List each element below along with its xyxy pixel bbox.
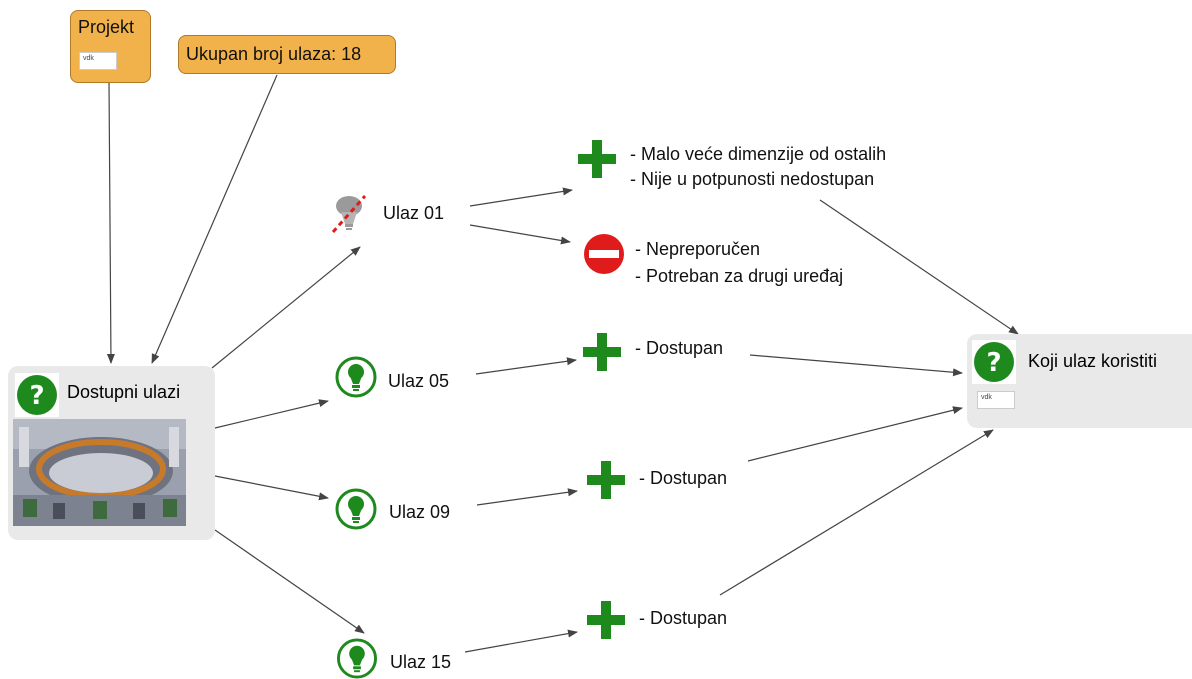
edge-ulaz15-to-pro4 (464, 629, 578, 653)
edge-count-to-source (151, 74, 278, 364)
projekt-title: Projekt (78, 17, 135, 37)
crossed-bulb-icon (331, 195, 367, 233)
argument-line: - Dostupan (635, 338, 724, 358)
no-entry-icon (584, 234, 624, 274)
entrance-ulaz-15[interactable]: Ulaz 15 (336, 638, 466, 679)
question-icon: ? (972, 340, 1016, 384)
entrance-ulaz-01[interactable]: Ulaz 01 (327, 190, 457, 236)
svg-text:?: ? (986, 348, 1001, 378)
argument-line: - Dostupan (639, 608, 728, 628)
edge-ulaz01-to-pro1 (469, 187, 573, 207)
edge-pro1-to-target (819, 199, 1019, 335)
argument-con-ulaz-01[interactable]: - Nepreporučen - Potreban za drugi uređa… (580, 230, 900, 286)
plus-icon (587, 461, 625, 499)
entrance-label: Ulaz 05 (388, 371, 450, 391)
argument-line: - Malo veće dimenzije od ostalih (630, 144, 887, 164)
plus-icon (587, 601, 625, 639)
target-node[interactable]: ? Koji ulaz koristiti vdk (967, 334, 1192, 428)
target-node-title: Koji ulaz koristiti (1028, 351, 1158, 371)
plus-icon (583, 333, 621, 371)
argument-line: - Dostupan (639, 468, 728, 488)
edge-pro2-to-target (749, 354, 963, 377)
argument-pro-ulaz-01[interactable]: - Malo veće dimenzije od ostalih - Nije … (575, 137, 945, 193)
argument-pro-ulaz-09[interactable]: - Dostupan (584, 458, 764, 499)
lightbulb-icon (336, 638, 378, 679)
edge-source-to-ulaz09 (214, 475, 329, 501)
question-icon: ? (15, 373, 59, 417)
lightbulb-icon (335, 488, 377, 530)
edge-source-to-ulaz15 (214, 529, 365, 634)
argument-line: - Nepreporučen (635, 239, 761, 259)
argument-pro-ulaz-15[interactable]: - Dostupan (584, 598, 764, 639)
edge-pro3-to-target (747, 406, 963, 462)
argument-line: - Nije u potpunosti nedostupan (630, 169, 875, 189)
projekt-tag: vdk (79, 52, 117, 70)
edge-source-to-ulaz01 (211, 246, 361, 369)
target-tag: vdk (977, 391, 1015, 409)
svg-text:?: ? (29, 381, 44, 411)
edge-pro4-to-target (719, 429, 994, 596)
projekt-note[interactable]: Projekt vdk (70, 10, 151, 83)
argument-line: - Potreban za drugi uređaj (635, 266, 844, 286)
entrance-count-text: Ukupan broj ulaza: 18 (186, 44, 362, 64)
source-node-title: Dostupni ulazi (67, 382, 181, 402)
edge-source-to-ulaz05 (214, 399, 329, 429)
stadium-illustration (13, 419, 186, 526)
entrance-ulaz-05[interactable]: Ulaz 05 (335, 356, 465, 402)
entrance-ulaz-09[interactable]: Ulaz 09 (335, 488, 465, 534)
source-node[interactable]: ? Dostupni ulazi (8, 366, 215, 540)
edge-ulaz01-to-con1 (469, 224, 571, 245)
edge-ulaz05-to-pro2 (475, 357, 577, 375)
lightbulb-icon (335, 356, 377, 398)
edge-projekt-to-source (106, 81, 115, 364)
entrance-label: Ulaz 09 (389, 502, 451, 522)
entrance-count-note[interactable]: Ukupan broj ulaza: 18 (178, 35, 396, 74)
entrance-label: Ulaz 15 (390, 652, 452, 672)
entrance-label: Ulaz 01 (383, 203, 445, 223)
plus-icon (578, 140, 616, 178)
argument-pro-ulaz-05[interactable]: - Dostupan (580, 330, 760, 371)
edge-ulaz09-to-pro3 (476, 488, 578, 506)
